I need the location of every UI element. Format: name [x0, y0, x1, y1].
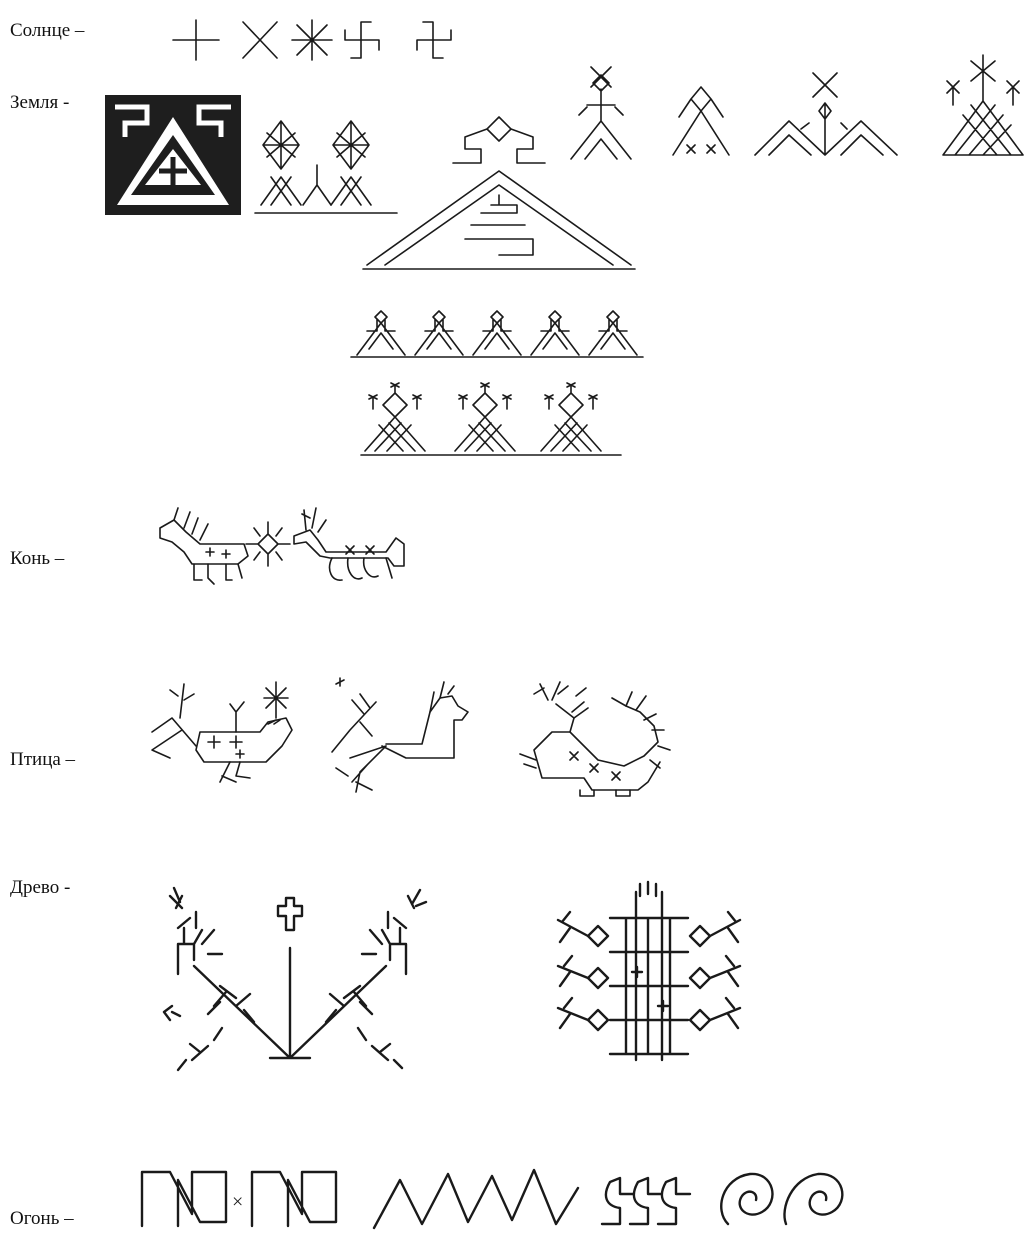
earth-star-triangle-row-icon [361, 383, 621, 455]
bird-1-icon [152, 682, 292, 782]
tree-2-icon [558, 882, 740, 1060]
fire-symbols-icon: × [130, 1158, 870, 1234]
fire-separator: × [232, 1191, 243, 1213]
earth-goddess-figure-2-icon [673, 87, 729, 155]
horse-2-icon [294, 508, 404, 580]
earth-small-motif-row-icon [351, 311, 643, 357]
fire-zigzag-block-2-icon [252, 1172, 336, 1226]
horse-figures-icon [150, 498, 420, 593]
horse-1-icon [160, 508, 290, 584]
fire-spiral-2-icon [784, 1174, 842, 1224]
fire-peaks-icon [374, 1170, 578, 1228]
tree-1-icon [164, 888, 426, 1070]
earth-cross-stitch-pair-icon [255, 121, 397, 213]
bird-2-icon [332, 678, 468, 792]
bird-3-icon [520, 682, 670, 796]
earth-ornaments-icon [95, 45, 1026, 465]
tree-figures-icon [150, 878, 770, 1078]
label-bird: Птица – [10, 749, 75, 771]
fire-zigzag-block-1-icon [142, 1172, 226, 1226]
label-tree: Древо - [10, 877, 70, 899]
earth-goddess-figure-4-icon [943, 55, 1023, 155]
label-sun: Солнце – [10, 20, 84, 42]
label-earth: Земля - [10, 92, 69, 114]
fire-s-curves-icon [602, 1178, 690, 1224]
earth-large-triangle-icon [363, 117, 635, 269]
fire-spiral-1-icon [721, 1174, 772, 1224]
label-fire: Огонь – [10, 1208, 74, 1230]
earth-goddess-figure-3-icon [755, 73, 897, 155]
bird-figures-icon [140, 672, 700, 812]
earth-goddess-figure-1-icon [571, 67, 631, 159]
earth-dark-block-icon [105, 95, 241, 215]
label-horse: Конь – [10, 548, 64, 570]
